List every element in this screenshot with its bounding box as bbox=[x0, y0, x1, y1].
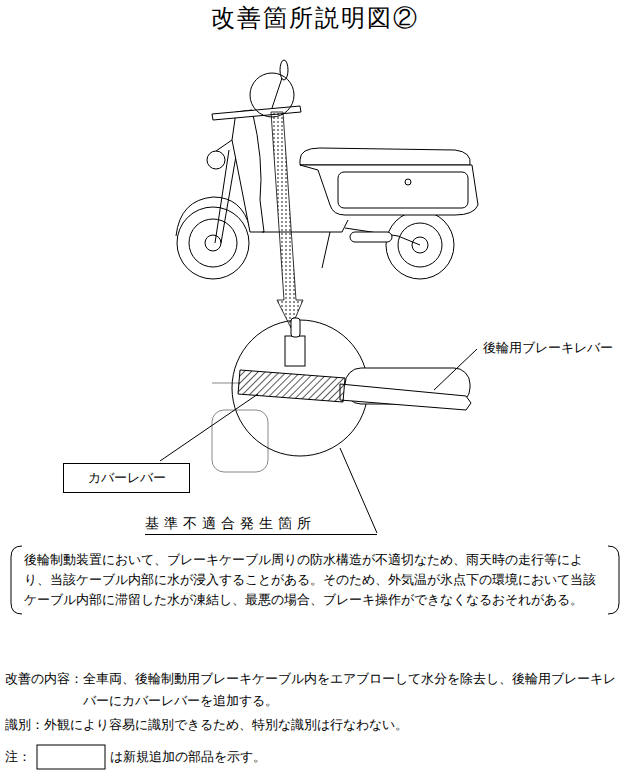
part-box: カバーレバー bbox=[63, 463, 190, 493]
front-cowl bbox=[232, 110, 264, 232]
front-hub bbox=[205, 235, 221, 251]
front-rim bbox=[189, 219, 237, 267]
part-name: カバーレバー bbox=[88, 470, 166, 485]
identification-text: 識別：外観により容易に識別できるため、特別な識別は行なわない。 bbox=[5, 714, 620, 736]
seat bbox=[300, 148, 470, 165]
side-cover bbox=[338, 172, 468, 208]
brake-lever bbox=[340, 384, 471, 410]
leader-line bbox=[160, 394, 258, 461]
stand bbox=[322, 232, 330, 268]
front-wheel bbox=[177, 207, 249, 279]
handlebar-detail bbox=[160, 318, 477, 533]
legend-box bbox=[37, 745, 105, 769]
swing-arm bbox=[345, 228, 420, 245]
remedy-text: 改善の内容：全車両、後輪制動用ブレーキケーブル内をエアブローして水分を除去し、後… bbox=[5, 668, 620, 712]
note-text: 注： bbox=[5, 747, 31, 767]
front-fender bbox=[176, 197, 250, 236]
bracket-outline bbox=[11, 546, 619, 614]
leader-line bbox=[434, 349, 477, 390]
floorboard bbox=[262, 220, 348, 232]
handlebar-tube bbox=[212, 383, 240, 384]
leader-line bbox=[340, 448, 377, 533]
note-text: は新規追加の部品を示す。 bbox=[110, 747, 266, 767]
muffler bbox=[350, 232, 392, 242]
bracket-note: 基準不適合発生箇所後輪制動装置において、ブレーキケーブル周りの防水構造が不適切な… bbox=[10, 513, 620, 615]
detail-mark bbox=[250, 73, 294, 117]
cable-adjuster bbox=[291, 318, 300, 337]
headlight-stay bbox=[216, 140, 232, 151]
mirror-stalk bbox=[272, 78, 282, 108]
scooter-drawing bbox=[176, 60, 478, 279]
defect-description: 後輪制動装置において、ブレーキケーブル周りの防水構造が不適切なため、雨天時の走行… bbox=[10, 545, 620, 615]
lever-perch bbox=[285, 336, 305, 366]
rear-body bbox=[300, 165, 478, 215]
key-lock bbox=[405, 179, 411, 185]
handlebar bbox=[212, 106, 301, 120]
part-label: 後輪用ブレーキレバー bbox=[481, 339, 615, 357]
section-heading: 基準不適合発生箇所 bbox=[145, 513, 377, 535]
headlight bbox=[207, 151, 225, 169]
page-title: 改善箇所説明図② bbox=[0, 2, 630, 34]
dotted-arrow bbox=[271, 112, 303, 328]
